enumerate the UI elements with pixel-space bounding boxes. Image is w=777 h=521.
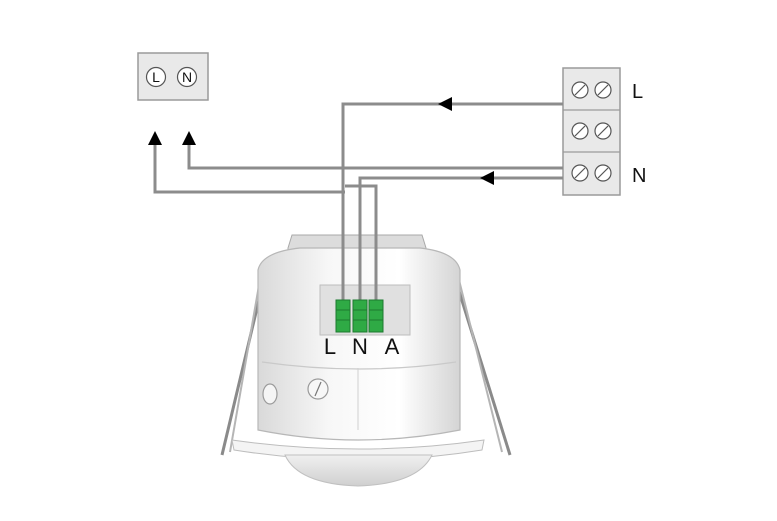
wire-load-l: [153, 140, 345, 194]
sensor-label-a: A: [385, 334, 400, 359]
wire-supply-l: [341, 102, 563, 302]
pir-lens: [284, 454, 433, 487]
time-knob-icon: [262, 383, 278, 405]
load-terminal-l-label: L: [152, 69, 160, 85]
motion-sensor: [220, 234, 512, 487]
wire-supply-n: [358, 176, 563, 302]
lux-knob-icon: [307, 378, 329, 400]
arrow-up-l-icon: [148, 131, 162, 145]
sensor-terminals: [335, 299, 384, 333]
supply-label-l: L: [632, 81, 643, 103]
screw-row-1: [571, 81, 612, 99]
sensor-label-n: N: [352, 334, 368, 359]
load-terminal-n-label: N: [182, 69, 192, 85]
sensor-terminal-a: [368, 299, 384, 333]
arrow-left-l-icon: [438, 97, 452, 111]
sensor-terminal-n: [352, 299, 368, 333]
screw-row-3: [571, 164, 612, 182]
supply-terminal-block: [562, 67, 621, 196]
arrow-up-n-icon: [182, 131, 196, 145]
wires: [153, 102, 563, 302]
sensor-label-l: L: [324, 334, 336, 359]
load-terminal-n: N: [176, 66, 198, 88]
screw-row-2: [571, 122, 612, 140]
wire-load-n: [187, 140, 563, 170]
load-terminal-box: L N: [137, 52, 209, 101]
arrow-left-n-icon: [480, 171, 494, 185]
sensor-terminal-l: [335, 299, 351, 333]
arrows: [148, 97, 494, 185]
wire-sensor-a: [345, 184, 378, 302]
supply-label-n: N: [632, 165, 646, 187]
load-terminal-l: L: [145, 66, 167, 88]
